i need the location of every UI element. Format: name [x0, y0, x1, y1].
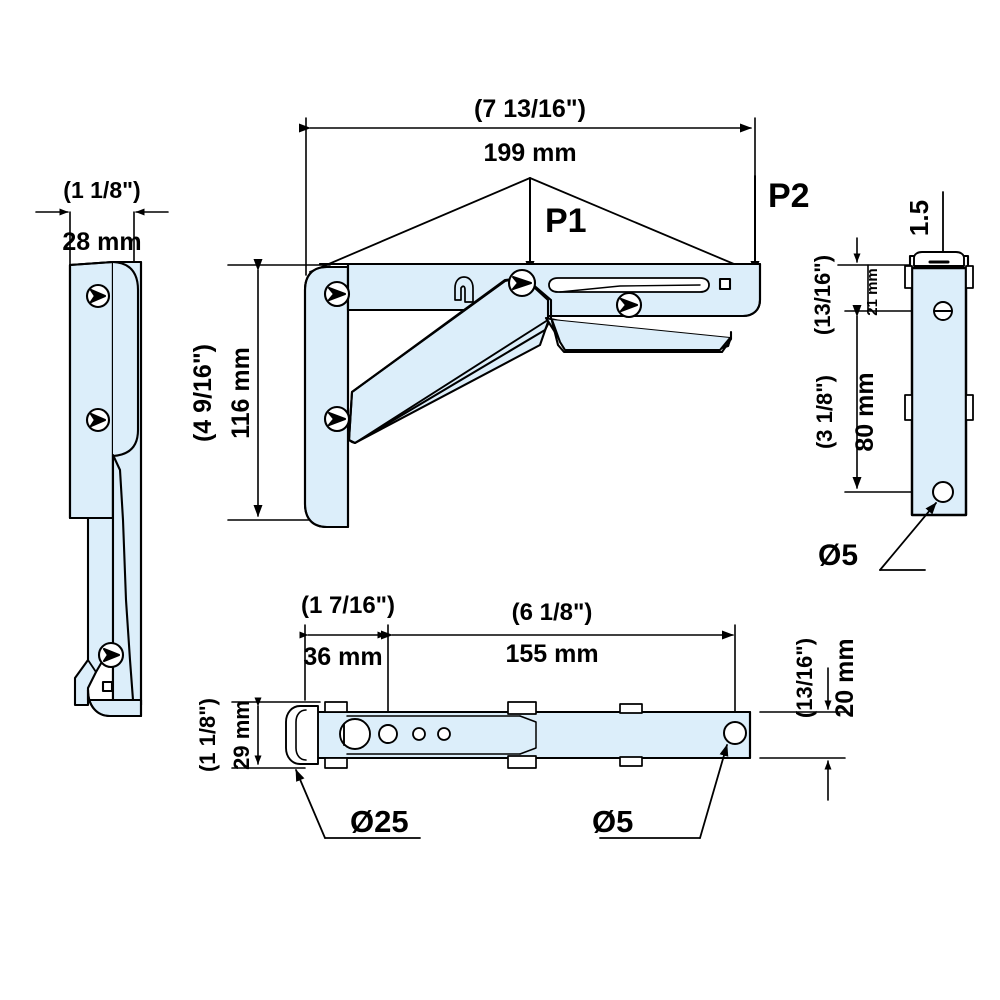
front-screw-plate-top [323, 280, 351, 308]
plan-long-inch-label: (6 1/8") [512, 599, 593, 626]
plan-width-inch-label: (1 1/8") [195, 698, 220, 772]
plan-hole-b [412, 727, 426, 741]
end-thickness-label: 1.5 [904, 200, 934, 236]
plan-hole-a [378, 724, 398, 744]
plan-small-hole-callout: Ø5 [592, 804, 633, 839]
end-offset-dimension [837, 237, 918, 312]
plan-long-mm-label: 155 mm [505, 640, 598, 668]
side-view-screw-top [85, 283, 111, 309]
load-distribution-lines [309, 177, 754, 273]
plan-large-hole-callout: Ø25 [350, 804, 409, 839]
plan-hole-c [437, 727, 451, 741]
plan-long-dimension [381, 624, 736, 719]
front-height-inch-label: (4 9/16") [189, 344, 217, 442]
end-hole-spacing-inch-label: (3 1/8") [812, 375, 837, 449]
plan-edge-mm-label: 20 mm [831, 638, 859, 717]
load-label-p1: P1 [545, 202, 587, 240]
end-view-group [837, 191, 974, 571]
front-support-leg [544, 316, 733, 354]
plan-view-body [285, 701, 752, 769]
plan-right-hole [723, 721, 747, 745]
front-wall-plate [303, 265, 350, 529]
side-view-screw-mid [85, 407, 111, 433]
plan-edge-dimension [759, 667, 846, 801]
end-view-round-hole [932, 481, 954, 503]
plan-large-hole-leader [295, 769, 421, 839]
front-hinge-knuckle [454, 276, 474, 303]
plan-short-inch-label: (1 7/16") [301, 592, 395, 619]
side-view-square-hole [101, 680, 114, 693]
side-view-screw-bottom [97, 641, 125, 669]
plan-edge-inch-label: (13/16") [792, 638, 817, 718]
end-hole-callout: Ø5 [818, 539, 858, 572]
front-arm-slot [548, 277, 710, 293]
front-height-dimension [227, 259, 331, 521]
side-view-group [35, 208, 169, 718]
front-screw-pivot [507, 268, 537, 298]
plan-large-hole [339, 718, 371, 750]
plan-view-group [231, 624, 846, 839]
load-label-p2: P2 [768, 177, 810, 215]
plan-short-mm-label: 36 mm [303, 643, 382, 671]
front-view-group [227, 117, 762, 529]
end-hole-spacing-mm-label: 80 mm [851, 372, 879, 451]
side-thickness-mm-label: 28 mm [62, 228, 141, 256]
end-view-body [904, 251, 974, 517]
plan-width-dimension [231, 697, 321, 769]
end-offset-inch-label: (13/16") [810, 255, 835, 335]
front-height-mm-label: 116 mm [227, 347, 255, 439]
end-view-slot-hole [933, 301, 953, 321]
front-screw-arm [615, 291, 643, 319]
end-offset-mm-label: 21 mm [864, 268, 881, 316]
front-screw-plate-bottom [323, 405, 351, 433]
front-length-mm-label: 199 mm [483, 139, 576, 167]
side-thickness-dimension [35, 208, 169, 271]
front-arm-square-hole [718, 277, 732, 291]
plan-width-mm-label: 29 mm [229, 700, 254, 770]
side-thickness-inch-label: (1 1/8") [63, 177, 140, 203]
front-length-inch-label: (7 13/16") [474, 95, 586, 123]
plan-small-hole-leader [599, 744, 729, 839]
end-view-hole-leader [879, 502, 937, 571]
plan-short-dimension [299, 624, 389, 716]
